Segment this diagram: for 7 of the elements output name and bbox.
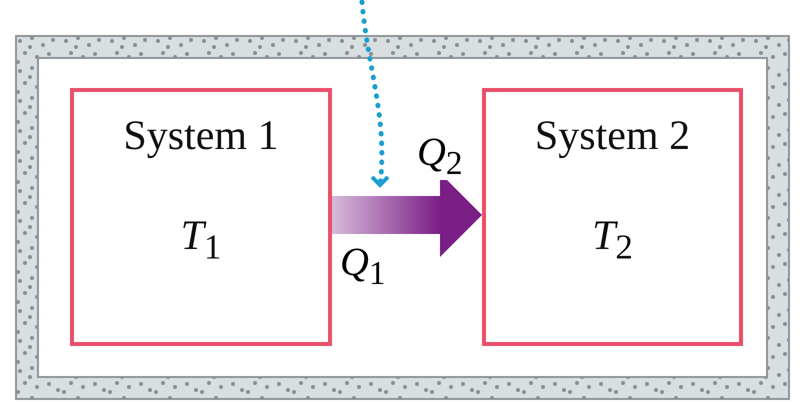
temperature-label: T$_{1}$ xyxy=(180,212,222,268)
system-box xyxy=(482,88,743,346)
system-box xyxy=(70,88,332,346)
temperature-label: T$_{2}$ xyxy=(591,212,634,268)
insulated-container xyxy=(15,35,790,400)
system-name: System 2 xyxy=(534,112,692,160)
system-name: System 1 xyxy=(122,112,280,160)
